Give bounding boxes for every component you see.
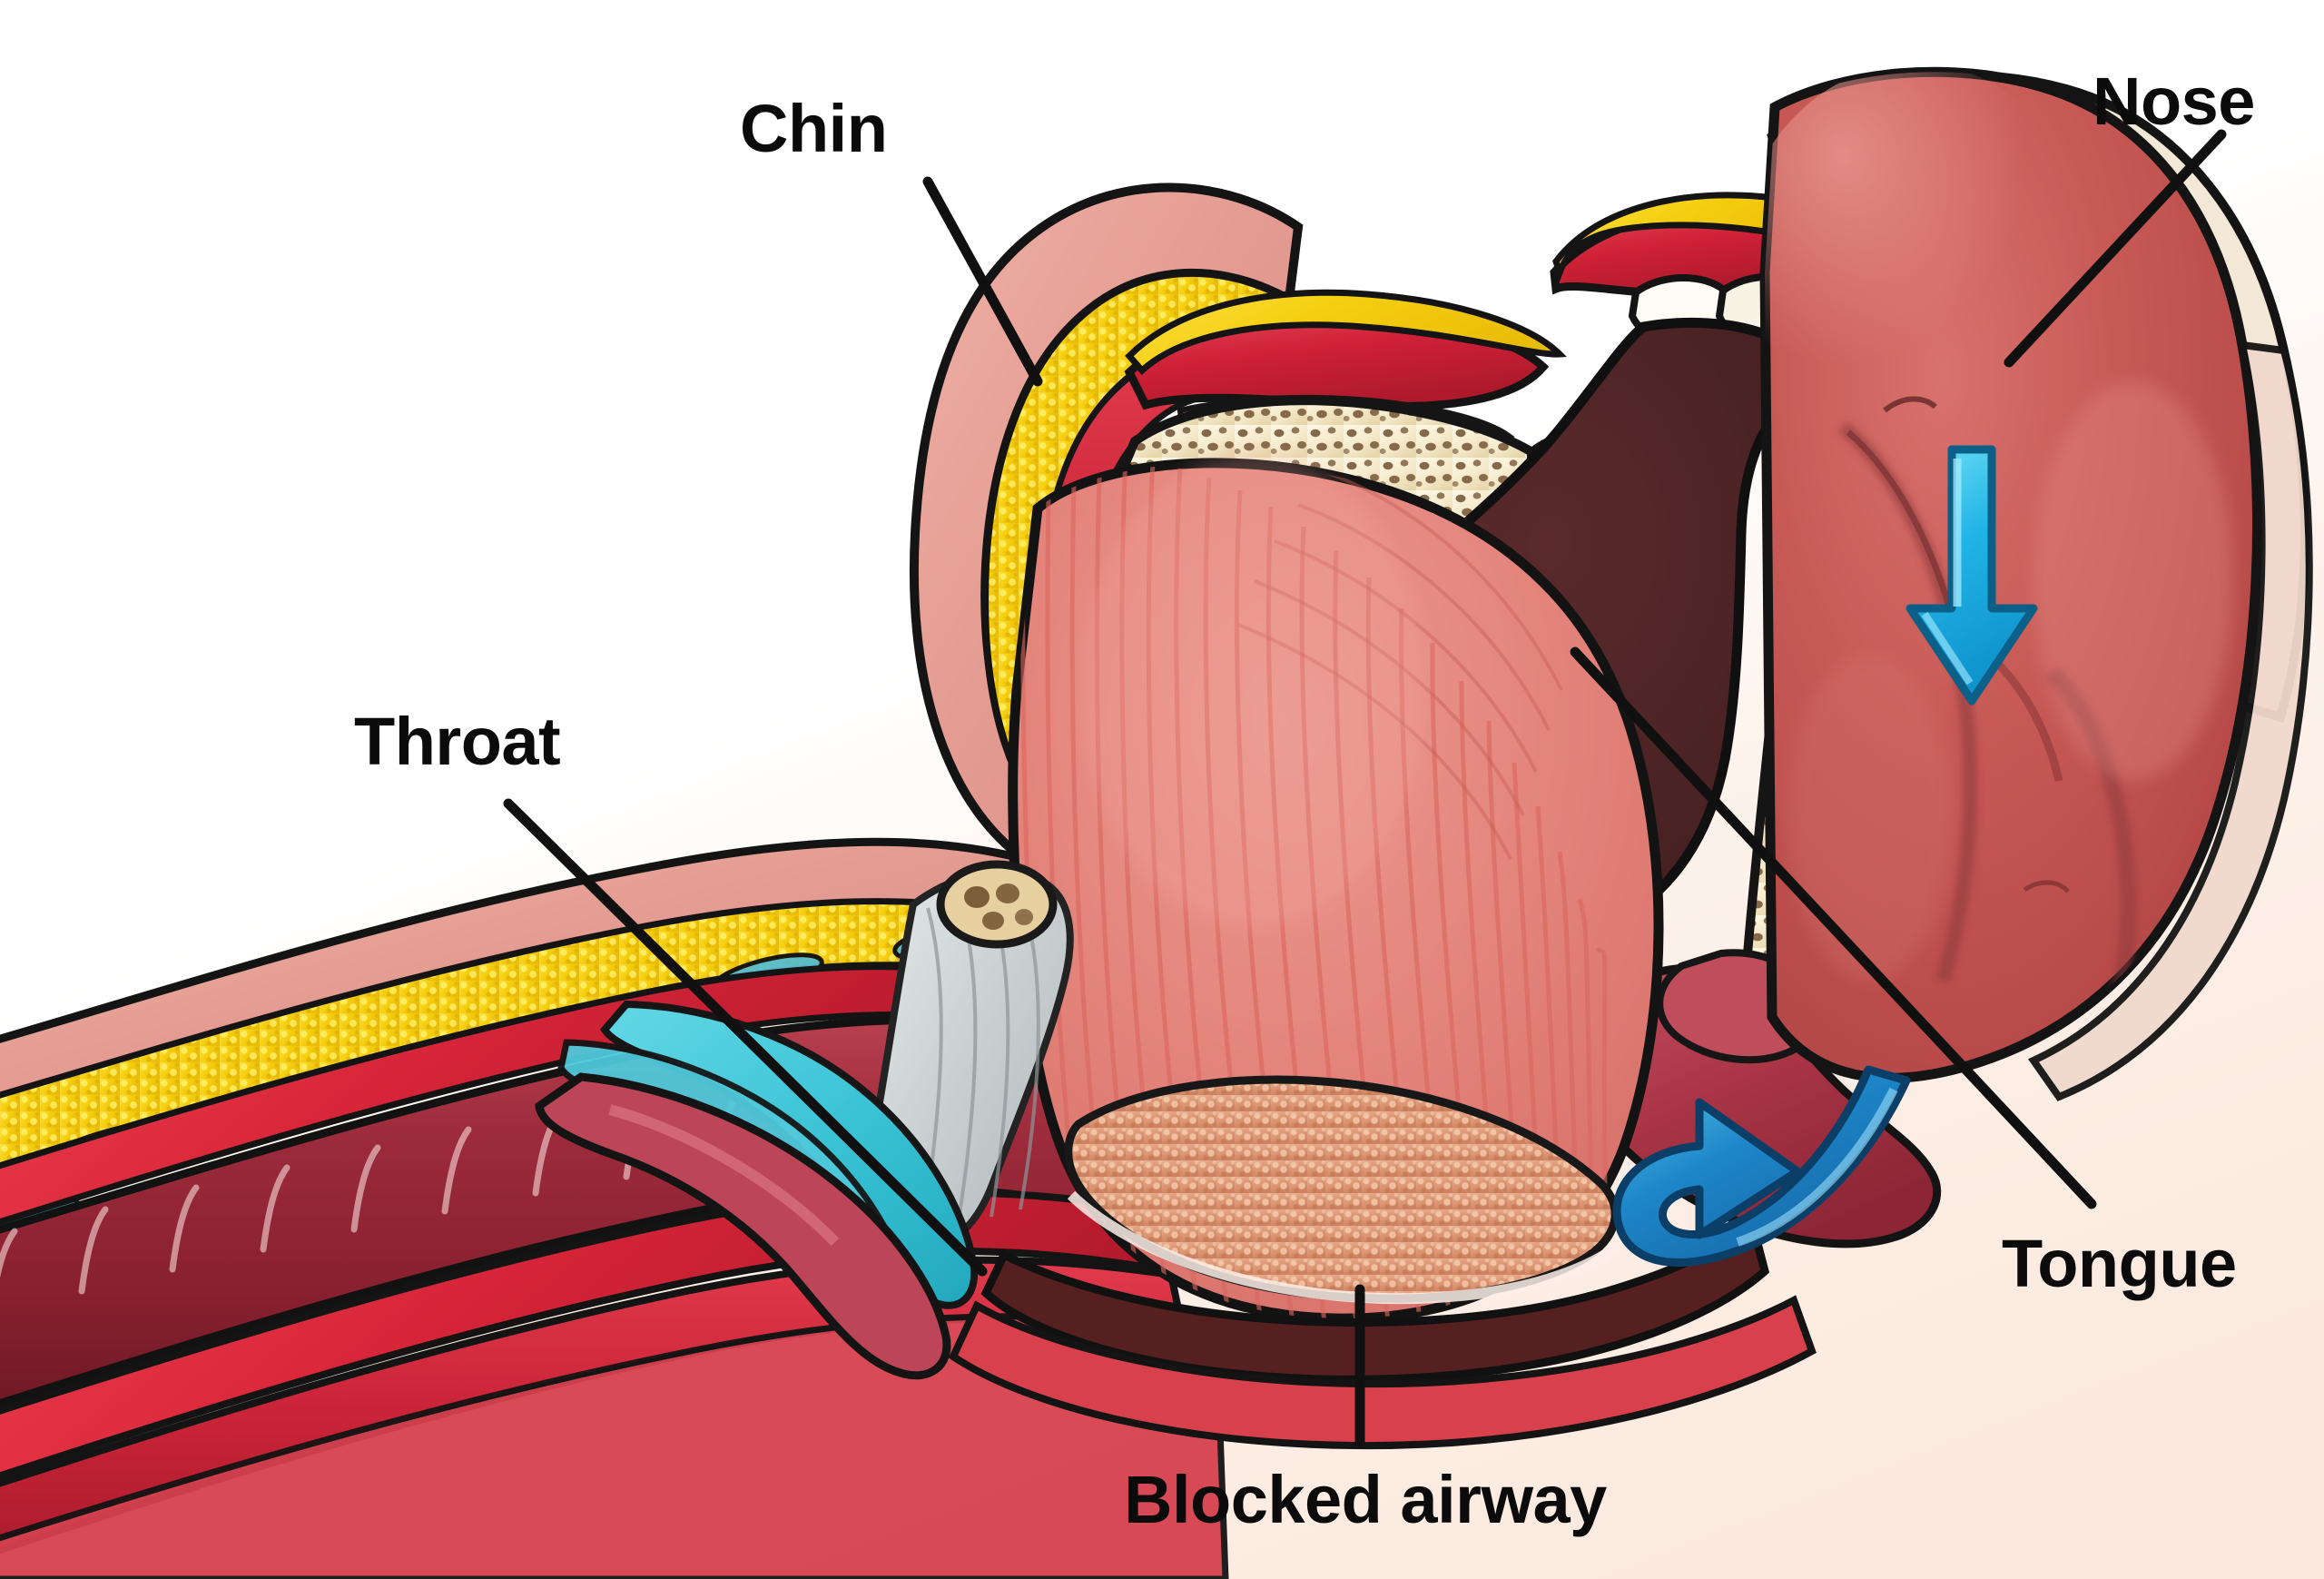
nose-region xyxy=(1759,66,2313,1101)
curved-hook-arrow-icon xyxy=(1612,1065,1911,1267)
tongue-base-rim xyxy=(1067,1190,1658,1305)
cheek-skin-edge xyxy=(2027,340,2313,1101)
leader-lines xyxy=(503,129,2227,1447)
tongue-highlight xyxy=(1080,454,1425,926)
downward-arrow-icon xyxy=(1905,445,2038,706)
label-throat: Throat xyxy=(354,704,561,779)
leader-line-throat xyxy=(503,798,988,1277)
pharynx-posterior-strip xyxy=(948,1295,1817,1450)
label-nose: Nose xyxy=(2093,64,2255,139)
label-tongue: Tongue xyxy=(2002,1226,2237,1301)
leader-line-tongue xyxy=(1570,646,2097,1209)
leader-line-nose xyxy=(2004,129,2227,368)
label-chin: Chin xyxy=(740,91,888,166)
larynx-region xyxy=(535,860,1817,1450)
epiglottis-highlight xyxy=(608,1104,840,1247)
tongue xyxy=(1008,454,1664,1324)
leader-line-chin xyxy=(922,176,1043,387)
lower-lip-fat-rim xyxy=(1125,289,1567,375)
label-blocked-airway: Blocked airway xyxy=(1124,1462,1607,1537)
hyoid-bone xyxy=(936,860,1058,949)
epiglottis-soft-tissue xyxy=(535,1072,951,1380)
